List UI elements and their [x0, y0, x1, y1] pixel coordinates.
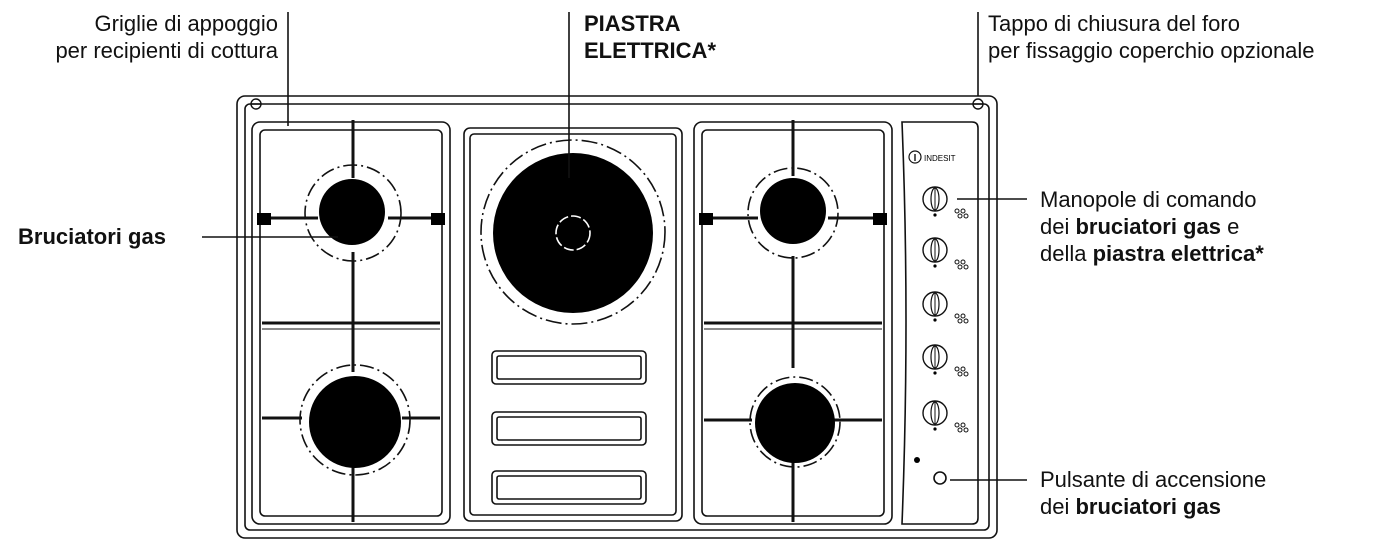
label-bruciatori: Bruciatori gas: [18, 223, 166, 250]
hob-outline: [236, 95, 998, 539]
knob-column: [922, 186, 969, 433]
label-manopole-line3: della piastra elettrica*: [1040, 241, 1264, 266]
knob-2[interactable]: [922, 237, 948, 268]
screw-cap-right-icon: [972, 98, 984, 110]
burner-bottom-right: [755, 383, 835, 463]
label-bruciatori-text: Bruciatori gas: [18, 224, 166, 249]
label-griglie-line1: Griglie di appoggio: [94, 11, 278, 36]
flame-symbol-icon: [954, 366, 969, 377]
indesit-logo-icon: INDESIT: [908, 150, 956, 164]
label-tappo-line2: per fissaggio coperchio opzionale: [988, 38, 1315, 63]
label-piastra-line2: ELETTRICA*: [584, 38, 716, 63]
vent-slot-3: [491, 470, 647, 505]
label-manopole-line2: dei bruciatori gas e: [1040, 214, 1240, 239]
electric-plate: [493, 153, 653, 313]
burner-ring-top-left: [304, 164, 402, 262]
electric-plate-panel: [463, 127, 683, 522]
vent-slot-1: [491, 350, 647, 385]
label-manopole: Manopole di comando dei bruciatori gas e…: [1040, 186, 1264, 267]
burner-ring-top-right: [747, 167, 839, 259]
burner-top-left: [319, 179, 385, 245]
knob-5[interactable]: [922, 400, 948, 431]
knob-4[interactable]: [922, 344, 948, 375]
flame-symbol-icon: [954, 259, 969, 270]
brand-name: INDESIT: [924, 154, 956, 163]
left-grid: [251, 121, 451, 525]
flame-symbol-icon: [954, 208, 969, 219]
hob-inner-outline: [244, 103, 990, 531]
label-tappo-line1: Tappo di chiusura del foro: [988, 11, 1240, 36]
vent-slot-2: [491, 411, 647, 446]
label-manopole-line1: Manopole di comando: [1040, 187, 1257, 212]
control-panel: [901, 121, 979, 525]
flame-symbol-icon: [954, 313, 969, 324]
label-pulsante-line1: Pulsante di accensione: [1040, 467, 1267, 492]
label-griglie-line2: per recipienti di cottura: [55, 38, 278, 63]
burner-ring-bottom-left: [299, 364, 411, 476]
knob-1[interactable]: [922, 186, 948, 217]
screw-cap-left-icon: [250, 98, 262, 110]
label-piastra-line1: PIASTRA: [584, 11, 681, 36]
burner-top-right: [760, 178, 826, 244]
label-griglie: Griglie di appoggio per recipienti di co…: [2, 10, 278, 64]
label-tappo: Tappo di chiusura del foro per fissaggio…: [988, 10, 1315, 64]
burner-ring-bottom-right: [749, 376, 841, 468]
label-pulsante-line2: dei bruciatori gas: [1040, 494, 1221, 519]
label-pulsante: Pulsante di accensione dei bruciatori ga…: [1040, 466, 1266, 520]
electric-plate-ring: [480, 139, 666, 325]
flame-symbol-icon: [954, 422, 969, 433]
burner-bottom-left: [309, 376, 401, 468]
ignition-button[interactable]: [933, 471, 947, 485]
ignition-dot: [914, 457, 920, 463]
knob-3[interactable]: [922, 291, 948, 322]
label-piastra: PIASTRA ELETTRICA*: [584, 10, 716, 64]
